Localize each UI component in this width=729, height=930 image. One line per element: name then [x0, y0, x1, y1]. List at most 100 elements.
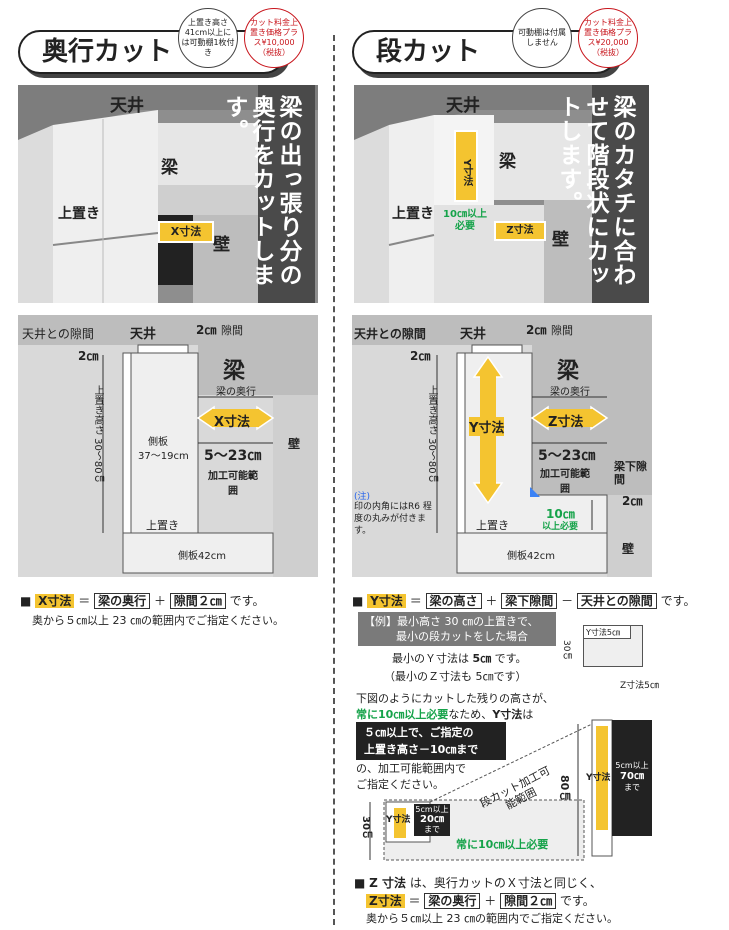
z-formula-tail: です。 — [559, 894, 595, 908]
right-scene-min10: 10㎝以上必要 — [443, 209, 487, 232]
left-title: 奥行カット — [18, 30, 286, 74]
left-formula-gap: 隙間２㎝ — [169, 593, 226, 609]
right-formula-ceiling-gap: 天井との隙間 — [576, 593, 657, 609]
left-badge-shelf-text: 上置き高さ41cm以上には可動棚1枚付き — [181, 18, 235, 57]
explain-l2a: 常に10㎝以上必要 — [356, 708, 449, 721]
diagram-big-made: まで — [624, 783, 640, 792]
left-plan-beam: 梁 — [223, 359, 246, 384]
left-formula-note: 奥から５㎝以上 23 ㎝の範囲内でご指定ください。 — [32, 614, 284, 627]
right-plan-left-2cm: 2㎝ — [410, 349, 431, 363]
right-plan-drawing — [352, 315, 652, 577]
example-box: 【例】最小高さ 30 ㎝の上置きで、 最小の段カットをした場合 — [358, 612, 556, 646]
diagram-small-y: Y寸法 — [386, 815, 411, 825]
left-plan-gap-label: 隙間 — [221, 324, 243, 337]
example-line4: （最小のＺ寸法も 5㎝です） — [384, 670, 527, 683]
right-badge-shelf-text: 可動棚は付属しません — [518, 28, 566, 47]
left-plan-ceiling: 天井 — [130, 327, 157, 342]
center-divider — [333, 35, 335, 925]
right-formula-y: Y寸法 — [367, 594, 406, 608]
right-scene-beam: 梁 — [499, 152, 516, 172]
right-title: 段カット — [352, 30, 618, 74]
left-scene-x-label: X寸法 — [170, 225, 202, 238]
example-line3b: 5㎝ — [472, 652, 492, 665]
diagram-big-box: 5cm以上 70㎝ まで — [614, 760, 650, 793]
right-plan-z-dim: Z寸法 — [548, 415, 584, 430]
left-caption-band: 梁の出っ張り分の奥行をカットします。 — [221, 85, 315, 303]
explain-line3: の、加工可能範囲内で — [356, 762, 466, 775]
right-plan-min10b: 以上必要 — [542, 522, 579, 532]
mini-cut — [583, 625, 631, 639]
right-scene-y-label: Y寸法 — [461, 159, 472, 187]
diagram-small-20: 20㎝ — [420, 814, 444, 825]
diagram-big-range: 5cm以上 — [615, 761, 649, 770]
z-formula-note: 奥から５㎝以上 23 ㎝の範囲内でご指定ください。 — [366, 912, 618, 925]
explain-l2c: Y寸法 — [492, 708, 523, 721]
right-plan-note-body: 印の内角にはR6 程度の丸みが付きます。 — [354, 502, 432, 536]
left-badge-price-text: カット料金上置き価格プラス¥10,000（税抜） — [250, 18, 298, 57]
right-plan-beam-depth: 梁の奥行 — [550, 387, 590, 398]
diagram-big-80: 80㎝ — [558, 775, 571, 802]
left-plan-x-dim: X寸法 — [214, 415, 251, 430]
explain-black1: ５㎝以上で、ご指定の — [364, 726, 474, 739]
right-plan-beam-gap: 梁下隙間 — [614, 460, 647, 486]
right-formula-eq: ＝ — [409, 594, 422, 608]
right-badge-price: カット料金上置き価格プラス¥20,000（税抜） — [578, 8, 638, 68]
diagram-small-box: 5cm以上 20㎝ まで — [414, 804, 450, 836]
right-plan-wall: 壁 — [622, 542, 635, 556]
left-badge-price: カット料金上置き価格プラス¥10,000（税抜） — [244, 8, 304, 68]
z-formula-gap: 隙間２㎝ — [500, 893, 557, 909]
left-plan: 天井との隙間 天井 2㎝ 隙間 2㎝ 梁 梁の奥行 X寸法 5〜23㎝ 側板 3… — [18, 315, 318, 577]
example-line3a: 最小のＹ寸法は — [392, 652, 469, 665]
right-formula: ■ Y寸法 ＝ 梁の高さ ＋ 梁下隙間 － 天井との隙間 です。 — [352, 593, 696, 609]
left-plan-range: 5〜23㎝ — [204, 448, 262, 464]
diagram-big-y: Y寸法 — [586, 773, 611, 783]
left-formula-plus: ＋ — [153, 594, 166, 608]
right-scene-y-arrow: Y寸法 — [454, 130, 478, 202]
left-scene-ceiling: 天井 — [110, 96, 144, 116]
left-plan-side-board: 側板 — [148, 437, 168, 448]
right-formula-minus: － — [561, 594, 574, 608]
right-scene-z-arrow: Z寸法 — [494, 221, 546, 241]
mini-30-label: 30㎝ — [561, 640, 571, 661]
left-title-text: 奥行カット — [42, 37, 173, 67]
left-plan-wall: 壁 — [288, 437, 301, 451]
right-formula-plus: ＋ — [485, 594, 498, 608]
right-scene-wall: 壁 — [552, 230, 569, 250]
left-plan-ceiling-gap: 天井との隙間 — [22, 327, 94, 341]
right-plan-range: 5〜23㎝ — [538, 448, 596, 464]
diagram-big-70: 70㎝ — [620, 771, 644, 782]
explain-blackbox: ５㎝以上で、ご指定の 上置き高さ－10㎝まで — [356, 722, 506, 760]
right-caption-text: 梁のカタチに合わせて階段状にカットします。 — [555, 95, 635, 287]
right-formula-beam-gap: 梁下隙間 — [501, 593, 558, 609]
right-plan-beam-gap-2cm: 2㎝ — [622, 494, 643, 508]
right-plan: 天井との隙間 天井 2㎝ 隙間 2㎝ 梁 梁の奥行 Y寸法 Z寸法 5〜23㎝ … — [352, 315, 652, 577]
explain-l2b: なため、 — [448, 708, 493, 721]
example-tag: 【例】 — [364, 615, 397, 628]
example-line3: 最小のＹ寸法は 5㎝ です。 — [392, 650, 527, 666]
left-plan-upper-height: 上置き高さ 30〜80㎝ — [92, 385, 103, 484]
right-plan-gap-2cm: 2㎝ — [526, 323, 547, 337]
right-plan-ceiling-gap: 天井との隙間 — [354, 327, 426, 341]
z-formula-eq: ＝ — [408, 894, 421, 908]
right-plan-upper-height: 上置き高さ 30〜80㎝ — [426, 385, 437, 484]
right-title-text: 段カット — [376, 37, 481, 67]
z-formula-plus: ＋ — [484, 894, 497, 908]
z-formula: Z寸法 ＝ 梁の奥行 ＋ 隙間２㎝ です。 — [366, 892, 595, 909]
z-formula-z: Z寸法 — [366, 894, 405, 908]
right-scene-z-label: Z寸法 — [506, 225, 534, 236]
right-plan-min10: 10㎝ — [546, 507, 575, 521]
left-formula-eq: ＝ — [78, 594, 91, 608]
left-scene-x-arrow: X寸法 — [158, 221, 214, 243]
right-formula-upper-h: 梁の高さ — [425, 593, 482, 609]
right-plan-gap-label: 隙間 — [551, 324, 573, 337]
right-plan-beam: 梁 — [557, 359, 580, 384]
example-line2: 最小の段カットをした場合 — [396, 630, 528, 643]
z-desc-label: Z 寸法 — [369, 876, 407, 890]
left-plan-gap-2cm: 2㎝ — [196, 323, 217, 337]
z-desc-text: は、奥行カットのＸ寸法と同じく、 — [409, 876, 602, 890]
left-plan-processable: 加工可能範囲 — [208, 471, 258, 497]
left-plan-side-range: 37〜19cm — [138, 451, 189, 462]
right-caption-band: 梁のカタチに合わせて階段状にカットします。 — [555, 85, 649, 303]
right-plan-processable: 加工可能範囲 — [540, 469, 590, 495]
example-line3c: です。 — [494, 652, 527, 665]
